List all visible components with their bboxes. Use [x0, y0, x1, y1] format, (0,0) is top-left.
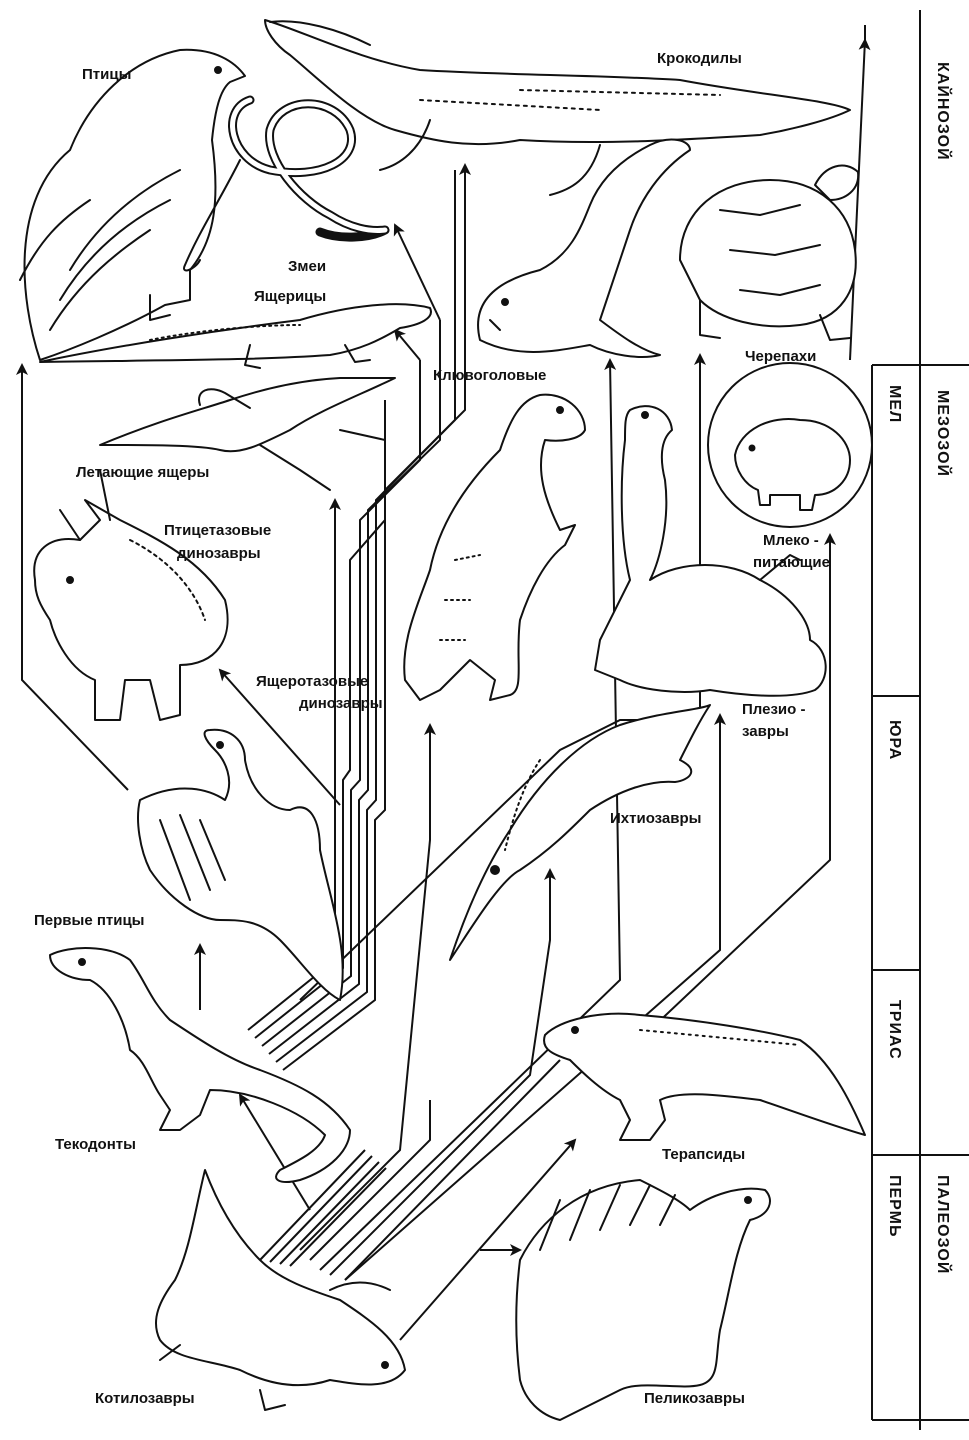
turtle-drawing: [680, 166, 858, 340]
pelycosaur-drawing: [516, 1180, 770, 1420]
label-cotylosaurs: Котилозавры: [95, 1390, 195, 1407]
label-pelycosaurs: Пеликозавры: [644, 1390, 745, 1407]
era-mesozoic: МЕЗОЗОЙ: [933, 390, 951, 477]
period-triassic: ТРИАС: [885, 1000, 903, 1060]
label-snakes: Змеи: [288, 258, 326, 275]
theropod-drawing: [404, 395, 585, 700]
mammal-drawing: [708, 363, 872, 527]
label-therapsids: Терапсиды: [662, 1146, 745, 1163]
label-rhynchocephalia: Клювоголовые: [433, 367, 546, 384]
bird-eagle-drawing: [20, 50, 245, 360]
label-mammals-line1: Млеко -: [763, 532, 819, 549]
label-rhynchocephalia-part1: Клювоголо: [433, 367, 516, 384]
archaeopteryx-drawing: [138, 730, 343, 1000]
label-ornithischia-line1: Птицетазовые: [164, 522, 271, 539]
period-jurassic: ЮРА: [885, 720, 903, 760]
therapsid-drawing: [544, 1014, 865, 1140]
label-lizards: Ящерицы: [254, 288, 326, 305]
label-pterosaurs: Летающие ящеры: [76, 464, 209, 481]
era-paleozoic: ПАЛЕОЗОЙ: [933, 1175, 951, 1274]
label-thecodonts: Текодонты: [55, 1136, 136, 1153]
ichthyosaur-drawing: [450, 705, 710, 960]
label-rhynchocephalia-part2: вые: [516, 367, 546, 384]
tuatara-drawing: [478, 140, 690, 357]
label-crocodiles: Крокодилы: [657, 50, 742, 67]
label-mammals-line2: питающие: [753, 554, 830, 571]
crocodile-drawing: [265, 20, 850, 195]
label-saurischia-line1: Ящеротазовые: [256, 673, 368, 690]
triceratops-drawing: [34, 470, 227, 720]
era-cenozoic: КАЙНОЗОЙ: [933, 62, 951, 161]
label-ichthyosaurs: Ихтиозавры: [610, 810, 701, 827]
label-saurischia-line2: динозавры: [299, 695, 383, 712]
animal-drawings: [20, 20, 872, 1420]
label-ornithischia-line2: динозавры: [177, 545, 261, 562]
label-first-birds: Первые птицы: [34, 912, 145, 929]
label-plesiosaurs-line2: завры: [742, 723, 789, 740]
label-turtles: Черепахи: [745, 348, 816, 365]
period-cretaceous: МЕЛ: [885, 385, 903, 423]
cotylosaur-drawing: [156, 1170, 405, 1410]
label-birds: Птицы: [82, 66, 131, 83]
label-plesiosaurs-line1: Плезио -: [742, 701, 805, 718]
period-permian: ПЕРМЬ: [885, 1175, 903, 1237]
